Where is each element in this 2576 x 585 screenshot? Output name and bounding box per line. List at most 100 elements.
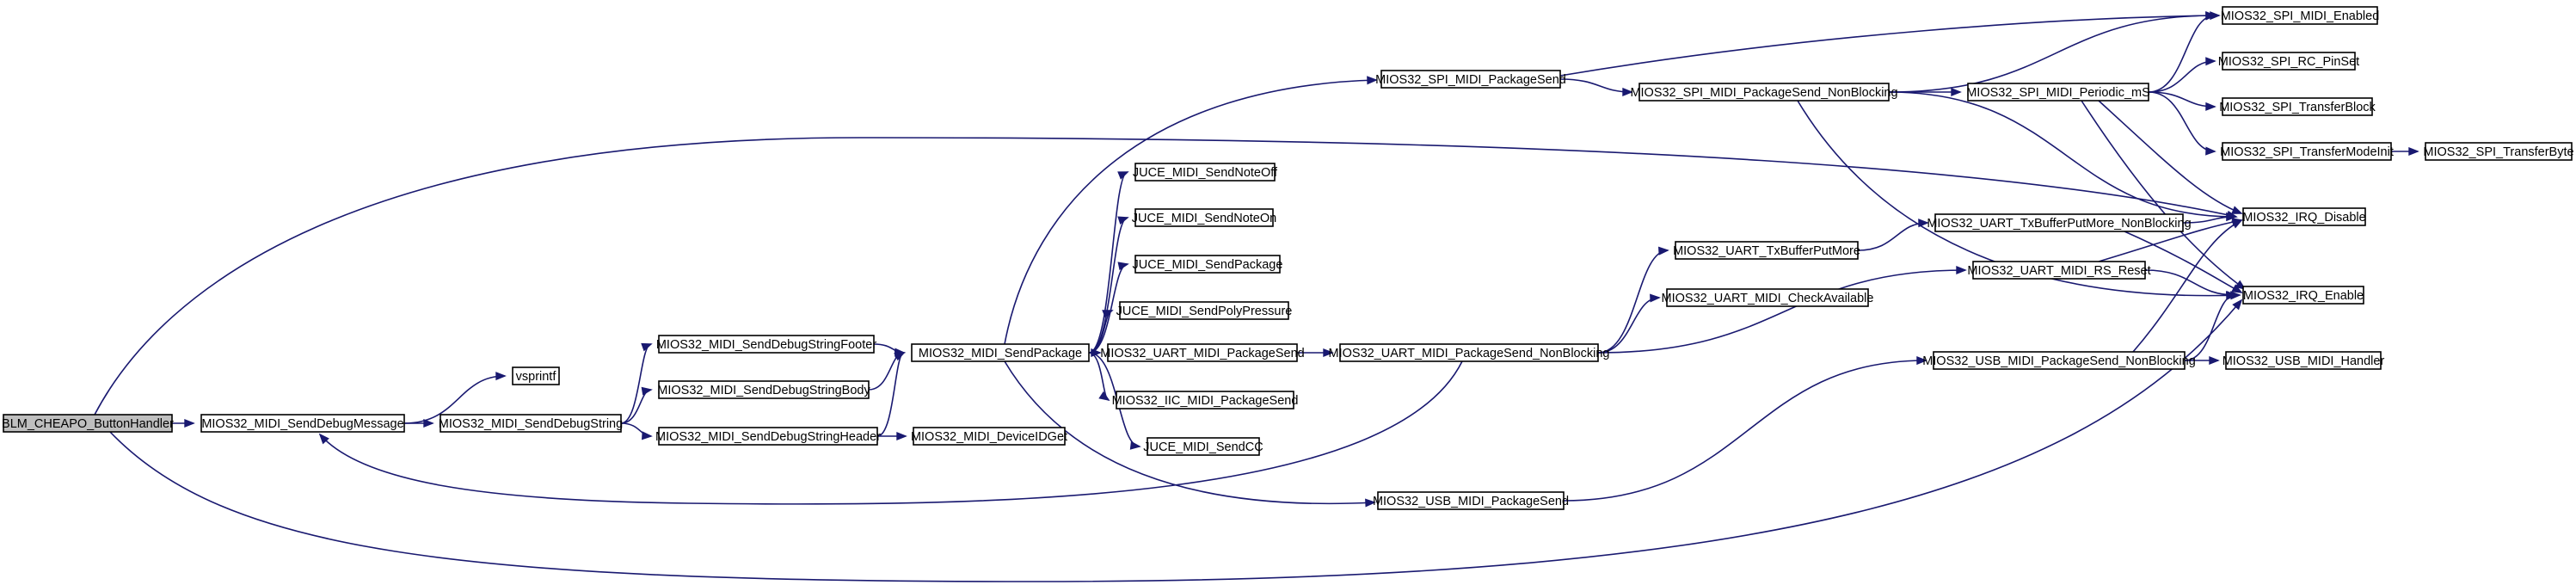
node-label: MIOS32_MIDI_SendDebugString	[439, 417, 623, 431]
node-juce_cc[interactable]: JUCE_MIDI_SendCC	[1143, 437, 1263, 456]
node-box	[3, 414, 173, 433]
edge-uart_nonblocking-to-senddebugmessage	[318, 360, 1463, 505]
node-box	[658, 335, 875, 354]
node-uart_packagesend[interactable]: MIOS32_UART_MIDI_PackageSend	[1100, 343, 1305, 362]
node-label: MIOS32_SPI_TransferBlock	[2219, 101, 2376, 114]
node-box	[1134, 255, 1281, 274]
edge-spi_periodic-to-spi_enabled	[2148, 11, 2216, 93]
node-label: MIOS32_IRQ_Enable	[2243, 289, 2364, 303]
edge-uart_nonblocking-to-uart_checkavailable	[1597, 293, 1661, 354]
edge-senddebugstring-to-header	[620, 422, 653, 440]
node-label: JUCE_MIDI_SendCC	[1143, 440, 1263, 454]
edge-spi_periodic-to-spi_transferblock	[2148, 91, 2216, 111]
node-box	[1638, 83, 1890, 102]
node-uart_checkavailable[interactable]: MIOS32_UART_MIDI_CheckAvailable	[1662, 288, 1874, 307]
node-uart_rsreset[interactable]: MIOS32_UART_MIDI_RS_Reset	[1967, 261, 2151, 280]
node-juce_poly[interactable]: JUCE_MIDI_SendPolyPressure	[1116, 301, 1293, 320]
node-spi_rcpinset[interactable]: MIOS32_SPI_RC_PinSet	[2218, 52, 2359, 71]
edge-spi_periodic-to-spi_rcpinset	[2148, 57, 2216, 93]
node-footer[interactable]: MIOS32_MIDI_SendDebugStringFooter	[656, 335, 876, 354]
node-spi_enabled[interactable]: MIOS32_SPI_MIDI_Enabled	[2221, 6, 2380, 25]
node-uart_txnonblocking[interactable]: MIOS32_UART_TxBufferPutMore_NonBlocking	[1927, 213, 2192, 232]
node-label: MIOS32_USB_MIDI_PackageSend	[1373, 495, 1569, 508]
node-juce_noteoff[interactable]: JUCE_MIDI_SendNoteOff	[1133, 163, 1278, 182]
node-spi_periodic[interactable]: MIOS32_SPI_MIDI_Periodic_mS	[1966, 83, 2150, 102]
node-label: MIOS32_SPI_TransferByte	[2423, 145, 2573, 159]
node-box	[913, 427, 1066, 446]
node-uart_nonblocking[interactable]: MIOS32_UART_MIDI_PackageSend_NonBlocking	[1329, 343, 1610, 362]
node-box	[512, 366, 560, 385]
edge-senddebugmessage-to-senddebugstring	[403, 418, 434, 428]
node-label: JUCE_MIDI_SendNoteOff	[1133, 166, 1278, 180]
node-iic_packagesend[interactable]: MIOS32_IIC_MIDI_PackageSend	[1112, 391, 1299, 410]
node-usb_handler[interactable]: MIOS32_USB_MIDI_Handler	[2222, 351, 2385, 370]
edge-sendpackage-to-usb_packagesend	[1004, 360, 1376, 508]
node-label: MIOS32_SPI_TransferModeInit	[2220, 145, 2394, 159]
edge-spi_periodic-to-spi_transfermodeinit	[2148, 91, 2216, 156]
node-juce_package[interactable]: JUCE_MIDI_SendPackage	[1133, 255, 1283, 274]
node-label: MIOS32_SPI_MIDI_PackageSend	[1375, 73, 1566, 87]
node-spi_transferblock[interactable]: MIOS32_SPI_TransferBlock	[2219, 97, 2376, 116]
node-box	[2242, 207, 2366, 226]
node-usb_nonblocking[interactable]: MIOS32_USB_MIDI_PackageSend_NonBlocking	[1922, 351, 2196, 370]
edge-uart_txnonblocking-to-irq_disable	[2182, 212, 2237, 224]
edge-spi_nonblocking-to-irq_disable	[1888, 91, 2237, 222]
edge-uart_packagesend-to-uart_nonblocking	[1297, 348, 1334, 358]
node-box	[1666, 288, 1869, 307]
edge-sendpackage-to-spi_packagesend	[1004, 76, 1378, 345]
node-box	[1134, 163, 1276, 182]
node-label: MIOS32_MIDI_SendDebugStringHeader	[655, 430, 881, 444]
node-label: JUCE_MIDI_SendPolyPressure	[1116, 305, 1293, 318]
node-usb_packagesend[interactable]: MIOS32_USB_MIDI_PackageSend	[1373, 491, 1569, 510]
node-sendpackage[interactable]: MIOS32_MIDI_SendPackage	[911, 343, 1090, 362]
node-label: MIOS32_UART_MIDI_RS_Reset	[1967, 264, 2150, 278]
node-vsprintf[interactable]: vsprintf	[512, 366, 560, 385]
node-box	[1377, 491, 1565, 510]
node-label: MIOS32_MIDI_SendPackage	[919, 347, 1082, 360]
node-box	[2425, 142, 2573, 161]
node-label: JUCE_MIDI_SendNoteOn	[1132, 212, 1276, 225]
edge-sendpackage-to-juce_noteoff	[1088, 171, 1129, 354]
node-header[interactable]: MIOS32_MIDI_SendDebugStringHeader	[655, 427, 881, 446]
edge-spi_packagesend-to-spi_enabled	[1559, 11, 2221, 77]
node-box	[1933, 351, 2186, 370]
edge-senddebugstring-to-body	[620, 386, 653, 424]
edge-root-to-senddebugmessage	[171, 418, 195, 428]
node-deviceidget[interactable]: MIOS32_MIDI_DeviceIDGet	[911, 427, 1067, 446]
node-label: MIOS32_MIDI_SendDebugMessage	[201, 417, 403, 431]
node-irq_enable[interactable]: MIOS32_IRQ_Enable	[2242, 286, 2364, 305]
node-body[interactable]: MIOS32_MIDI_SendDebugStringBody	[657, 380, 870, 399]
node-spi_transfermodeinit[interactable]: MIOS32_SPI_TransferModeInit	[2220, 142, 2394, 161]
edge-senddebugmessage-to-vsprintf	[403, 372, 507, 424]
edge-uart_txnonblocking-to-irq_enable	[2124, 231, 2243, 293]
node-box	[1339, 343, 1599, 362]
node-box	[1134, 208, 1274, 227]
node-senddebugmessage[interactable]: MIOS32_MIDI_SendDebugMessage	[200, 414, 405, 433]
node-label: MIOS32_UART_MIDI_CheckAvailable	[1662, 292, 1874, 305]
node-label: vsprintf	[516, 370, 557, 384]
node-juce_noteon[interactable]: JUCE_MIDI_SendNoteOn	[1132, 208, 1276, 227]
node-label: MIOS32_SPI_MIDI_Enabled	[2221, 9, 2380, 23]
node-uart_txbufferputmore[interactable]: MIOS32_UART_TxBufferPutMore	[1673, 241, 1860, 260]
node-spi_transferbyte[interactable]: MIOS32_SPI_TransferByte	[2423, 142, 2574, 161]
node-irq_disable[interactable]: MIOS32_IRQ_Disable	[2242, 207, 2366, 226]
node-label: MIOS32_MIDI_SendDebugStringFooter	[656, 338, 876, 352]
edge-spi_nonblocking-to-spi_enabled	[1888, 10, 2216, 93]
node-label: MIOS32_SPI_RC_PinSet	[2218, 55, 2359, 69]
node-box	[2222, 142, 2392, 161]
node-label: MIOS32_MIDI_SendDebugStringBody	[657, 384, 870, 397]
node-box	[1147, 437, 1260, 456]
edge-spi_transfermodeinit-to-spi_transferbyte	[2390, 146, 2419, 157]
node-box	[1119, 301, 1289, 320]
node-spi_nonblocking[interactable]: MIOS32_SPI_MIDI_PackageSend_NonBlocking	[1630, 83, 1898, 102]
node-box	[2222, 52, 2356, 71]
node-box	[200, 414, 405, 433]
node-label: JUCE_MIDI_SendPackage	[1133, 258, 1283, 272]
edge-usb_nonblocking-to-usb_handler	[2185, 355, 2220, 366]
node-spi_packagesend[interactable]: MIOS32_SPI_MIDI_PackageSend	[1375, 70, 1566, 89]
edge-usb_nonblocking-to-irq_enable	[2184, 291, 2237, 361]
node-senddebugstring[interactable]: MIOS32_MIDI_SendDebugString	[439, 414, 623, 433]
edge-uart_txbufferputmore-to-uart_txnonblocking	[1857, 219, 1929, 251]
edge-spi_periodic-to-irq_enable	[2081, 100, 2247, 291]
